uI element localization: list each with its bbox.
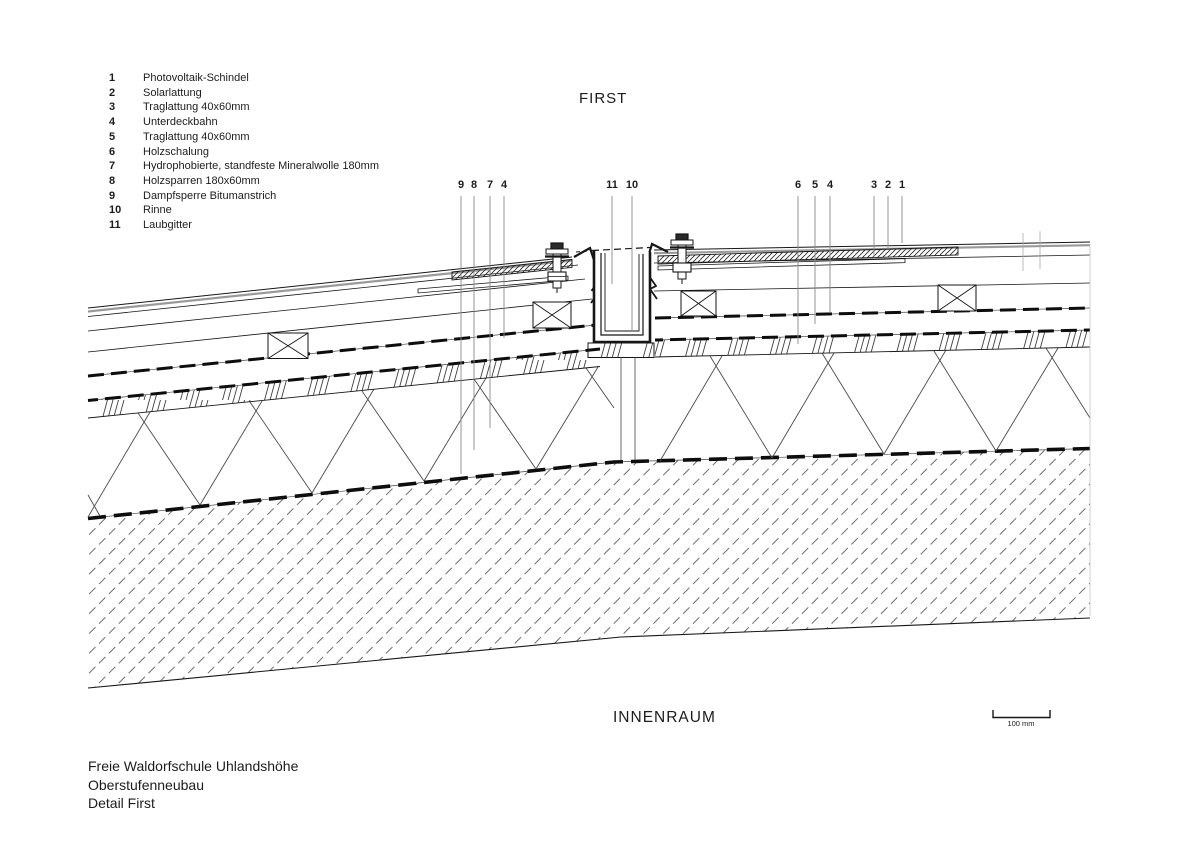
legend-item-number: 1 <box>109 72 116 84</box>
legend-item-label: Rinne <box>143 204 172 217</box>
legend-item-number: 6 <box>109 145 116 158</box>
vapour-barrier-line <box>87 446 1091 521</box>
legend-item: 8 Holzsparren 180x60mm <box>109 174 379 189</box>
title-block: Freie Waldorfschule Uhlandshöhe Oberstuf… <box>88 757 298 813</box>
timber-beam <box>87 449 1091 689</box>
fold-break-mark <box>648 275 658 300</box>
legend-item: 7 Hydrophobierte, standfeste Mineralwolle… <box>109 159 379 174</box>
fixing-bolt-right <box>670 233 694 284</box>
callout-number: 1 <box>898 179 906 191</box>
fixing-bolt-left <box>545 242 569 293</box>
callout-number: 5 <box>811 179 819 191</box>
legend-item-number: 4 <box>109 116 116 129</box>
right-roof-plane <box>646 231 1091 616</box>
callout-number: 2 <box>884 179 892 191</box>
legend-item-number: 5 <box>109 130 116 143</box>
legend-item-number: 3 <box>109 101 116 114</box>
legend-item: 6 Holzschalung <box>109 145 379 160</box>
legend-item-label: Holzschalung <box>143 145 210 158</box>
legend-item-label: Unterdeckbahn <box>143 116 218 129</box>
left-roof-plane <box>87 246 601 419</box>
legend-item-label: Hydrophobierte, standfeste Mineralwolle … <box>143 160 380 173</box>
legend-item-label: Traglattung 40x60mm <box>143 130 250 143</box>
callout-number: 4 <box>826 179 834 191</box>
insulation-zigzag-left <box>87 366 615 518</box>
callout-number: 11 <box>606 179 618 191</box>
batten-section <box>267 301 572 359</box>
callout-number: 7 <box>486 179 494 191</box>
drawing-title: Detail First <box>88 795 155 811</box>
legend-item-label: Solarlattung <box>143 86 202 99</box>
callout-number: 9 <box>457 179 465 191</box>
legend-item: 10 Rinne <box>109 203 379 218</box>
legend-item: 4 Unterdeckbahn <box>109 115 379 130</box>
legend-item-number: 11 <box>109 219 121 232</box>
callout-number: 3 <box>870 179 878 191</box>
legend-item-label: Holzsparren 180x60mm <box>143 174 260 187</box>
legend-item-label: Photovoltaik-Schindel <box>143 72 249 84</box>
legend-item-number: 7 <box>109 160 116 173</box>
legend-item: 5 Traglattung 40x60mm <box>109 130 379 145</box>
scale-bar <box>992 710 1051 719</box>
project-title: Freie Waldorfschule Uhlandshöhe <box>88 758 299 774</box>
legend-item-label: Dampfsperre Bitumanstrich <box>143 189 277 202</box>
project-subtitle: Oberstufenneubau <box>88 776 204 793</box>
callout-number: 10 <box>625 179 639 191</box>
callout-number: 8 <box>470 179 478 191</box>
batten-section <box>680 284 977 317</box>
legend-item: 9 Dampfsperre Bitumanstrich <box>109 189 379 204</box>
interior-label: INNENRAUM <box>613 709 716 726</box>
legend-item-number: 9 <box>109 189 116 202</box>
legend-item: 2 Solarlattung <box>109 86 379 101</box>
ridge-label: FIRST <box>579 90 628 107</box>
legend-item-number: 10 <box>109 204 122 217</box>
callout-number: 6 <box>794 179 802 191</box>
legend-item-label: Traglattung 40x60mm <box>143 101 250 114</box>
callout-leader-lines <box>460 196 903 474</box>
legend-item: 11 Laubgitter <box>109 218 379 233</box>
legend-item: 3 Traglattung 40x60mm <box>109 100 379 115</box>
insulation-zigzag-right <box>659 347 1091 462</box>
scale-bar-label: 100 mm <box>1007 719 1035 728</box>
leaf-guard-dashes <box>591 246 651 252</box>
ridge-gutter <box>575 246 655 460</box>
legend-item-number: 2 <box>109 86 116 99</box>
callout-number: 4 <box>500 179 508 191</box>
legend-item-number: 8 <box>109 174 116 187</box>
legend-item-label: Laubgitter <box>143 219 192 232</box>
legend-item: 1 Photovoltaik-Schindel <box>109 71 379 86</box>
